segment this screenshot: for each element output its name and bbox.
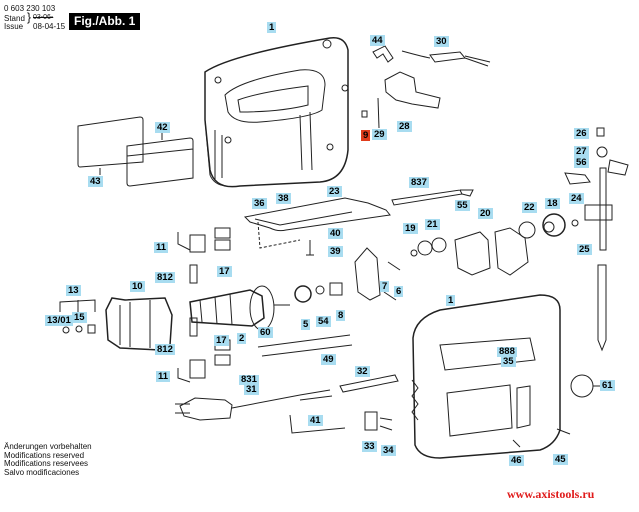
part-label-23: 23 <box>327 186 342 197</box>
stator-drawing <box>105 297 173 351</box>
stand-label: Stand <box>4 14 25 23</box>
part-label-49: 49 <box>321 354 336 365</box>
part-label-6: 6 <box>394 286 404 297</box>
part-label-38: 38 <box>276 193 291 204</box>
part-label-41: 41 <box>308 415 323 426</box>
lever-drawing <box>372 45 394 63</box>
plate-20b-drawing <box>494 227 529 276</box>
part-label-8: 8 <box>336 310 346 321</box>
pin-drawing <box>361 110 368 118</box>
footer-line-en: Modifications reserved <box>4 450 85 460</box>
figure-title: Fig./Abb. 1 <box>69 13 141 30</box>
part-label-60: 60 <box>258 327 273 338</box>
allen-key-drawing <box>289 414 346 434</box>
part-label-34: 34 <box>381 445 396 456</box>
part-label-33: 33 <box>362 441 377 452</box>
part-label-61: 61 <box>600 380 615 391</box>
part-label-837: 837 <box>409 177 429 188</box>
part-label-888: 888 <box>497 346 517 357</box>
part-label-43: 43 <box>88 176 103 187</box>
footer-line-fr: Modifications reservees <box>4 459 89 468</box>
part-label-35: 35 <box>501 356 516 367</box>
bracket-drawing <box>354 247 381 301</box>
part-label-18: 18 <box>545 198 560 209</box>
part-label-40: 40 <box>328 228 343 239</box>
label-43-drawing <box>77 116 144 168</box>
part-label-42: 42 <box>155 122 170 133</box>
part-label-22: 22 <box>522 202 537 213</box>
part-label-15: 15 <box>72 312 87 323</box>
part-label-11-bottom: 11 <box>156 371 171 382</box>
watermark-link[interactable]: www.axistools.ru <box>507 487 595 501</box>
part-label-20: 20 <box>478 208 493 219</box>
blade-drawing <box>597 264 607 352</box>
switch-drawing <box>384 71 441 109</box>
part-label-812-top: 812 <box>155 272 175 283</box>
rod-drawing <box>391 189 474 206</box>
part-label-36: 36 <box>252 198 267 209</box>
part-label-39: 39 <box>328 246 343 257</box>
footer-line-de: Änderungen vorbehalten <box>4 442 92 451</box>
part-label-831: 831 <box>239 374 259 385</box>
part-label-55: 55 <box>455 200 470 211</box>
fan-drawing <box>249 285 275 331</box>
part-label-28: 28 <box>397 121 412 132</box>
shoe-drawing <box>243 197 391 232</box>
part-label-5: 5 <box>301 319 311 330</box>
part-label-21: 21 <box>425 219 440 230</box>
label-42-drawing <box>126 137 194 187</box>
housing-left-drawing <box>204 37 349 188</box>
part-label-10: 10 <box>130 281 145 292</box>
part-label-45: 45 <box>553 454 568 465</box>
footer-line-es: Salvo modificaciones <box>4 467 80 477</box>
part-label-27: 27 <box>574 146 589 157</box>
part-label-7: 7 <box>380 281 390 292</box>
issue-date: 08-04-15 <box>33 22 66 31</box>
part-label-1-right: 1 <box>446 295 456 306</box>
part-label-30: 30 <box>434 36 449 47</box>
footer-notes: Änderungen vorbehalten Modifications res… <box>4 442 92 477</box>
part-label-24: 24 <box>569 193 584 204</box>
part-label-19: 19 <box>403 223 418 234</box>
part-label-56: 56 <box>574 157 589 168</box>
old-date: 03-06- <box>33 14 54 21</box>
part-label-1-left: 1 <box>267 22 277 33</box>
part-label-11-top: 11 <box>154 242 169 253</box>
part-label-17-top: 17 <box>217 266 232 277</box>
part-label-25: 25 <box>577 244 592 255</box>
part-label-812-bottom: 812 <box>155 344 175 355</box>
part-label-29: 29 <box>372 129 387 140</box>
part-label-32: 32 <box>355 366 370 377</box>
brace-icon: } <box>27 10 32 24</box>
housing-right-drawing <box>411 294 561 459</box>
part-label-9-highlighted[interactable]: 9 <box>361 130 371 141</box>
sleeve-drawing <box>339 374 399 393</box>
issue-label: Issue <box>4 22 24 31</box>
part-number: 0 603 230 103 <box>4 4 56 13</box>
plug-drawing <box>179 397 233 421</box>
part-label-13-01: 13/01 <box>45 315 73 326</box>
cable-guard-drawing <box>401 50 491 67</box>
armature-drawing <box>189 289 265 327</box>
part-label-46: 46 <box>509 455 524 466</box>
part-label-26: 26 <box>574 128 589 139</box>
part-label-54: 54 <box>316 316 331 327</box>
part-label-44: 44 <box>370 35 385 46</box>
plate-20a-drawing <box>454 231 491 276</box>
plunger-drawing <box>584 167 613 251</box>
part-label-2: 2 <box>237 333 247 344</box>
part-label-31: 31 <box>244 384 259 395</box>
part-label-13: 13 <box>66 285 81 296</box>
part-label-17-bottom: 17 <box>214 335 229 346</box>
